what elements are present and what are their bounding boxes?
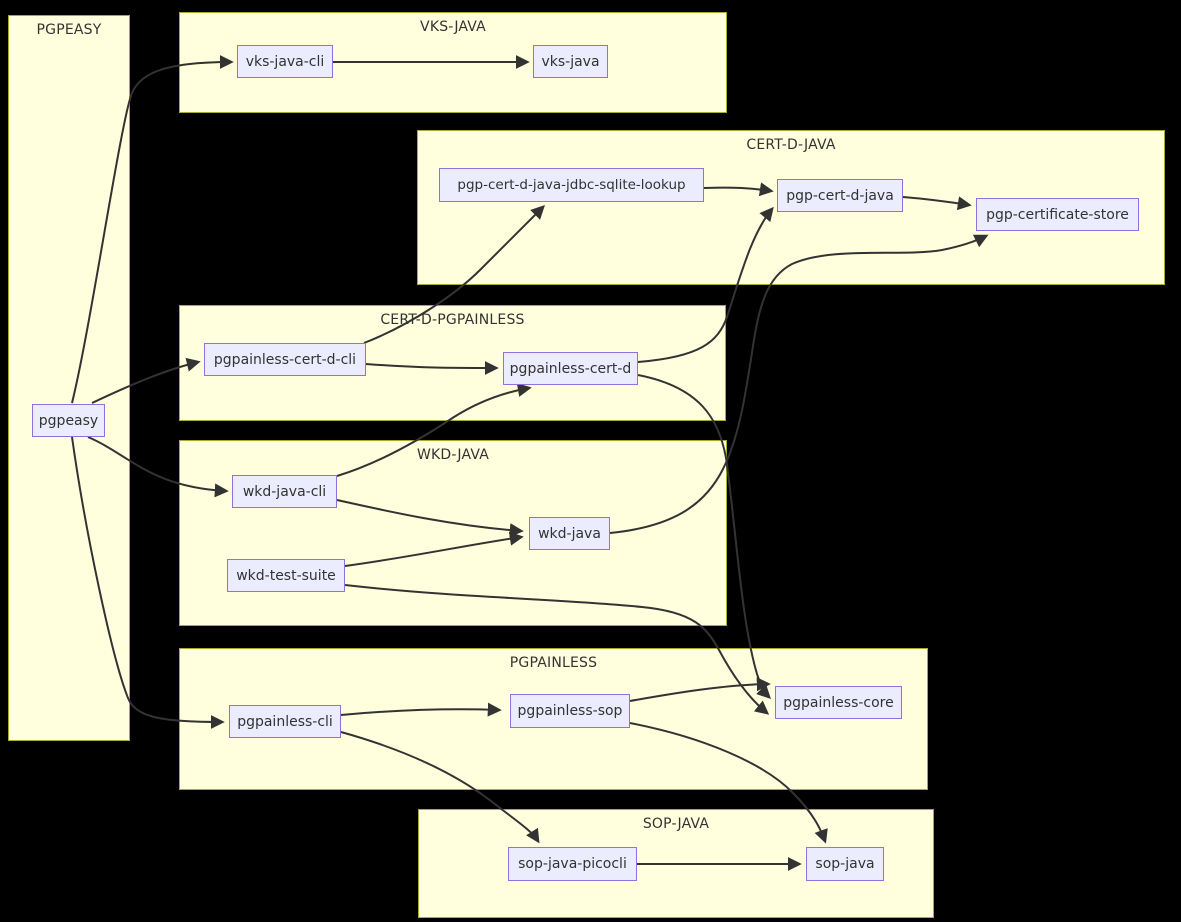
node-wkd-java-cli-label: wkd-java-cli [242,483,327,500]
node-pgpainless-core: pgpainless-core [775,686,902,719]
node-pgpainless-cli-label: pgpainless-cli [237,713,333,730]
node-pgpainless-cli: pgpainless-cli [229,705,341,738]
node-pgpeasy: pgpeasy [32,404,105,437]
node-pgpainless-cert-d: pgpainless-cert-d [503,352,638,385]
node-pgpeasy-label: pgpeasy [38,412,99,429]
node-pgp-certificate-store: pgp-certificate-store [976,198,1139,231]
node-pgp-cert-d-java-label: pgp-cert-d-java [786,187,894,204]
cluster-pgpeasy-title: PGPEASY [36,22,102,38]
node-wkd-java: wkd-java [529,517,610,550]
node-sop-java: sop-java [806,847,884,881]
node-sop-java-picocli: sop-java-picocli [508,847,637,881]
cluster-vks-java-title: VKS-JAVA [420,19,486,35]
node-sop-java-label: sop-java [815,856,875,872]
cluster-sop-java-title: SOP-JAVA [642,816,710,832]
node-pgpainless-sop-label: pgpainless-sop [517,703,623,719]
cluster-wkd-java: WKD-JAVA [179,440,727,626]
node-vks-java-label: vks-java [541,53,600,70]
node-pgp-cert-d-java: pgp-cert-d-java [777,179,903,212]
node-pgp-cert-d-java-jdbc-sqlite-lookup: pgp-cert-d-java-jdbc-sqlite-lookup [439,168,704,202]
cluster-cert-d-pgpainless-title: CERT-D-PGPAINLESS [380,312,525,328]
node-wkd-test-suite: wkd-test-suite [227,559,345,592]
node-vks-java-cli-label: vks-java-cli [245,53,325,70]
node-pgpainless-core-label: pgpainless-core [783,694,894,711]
cluster-pgpeasy: PGPEASY [8,15,130,741]
cluster-wkd-java-title: WKD-JAVA [416,447,490,463]
node-wkd-test-suite-label: wkd-test-suite [236,567,336,584]
node-pgp-certificate-store-label: pgp-certificate-store [986,206,1129,223]
node-vks-java-cli: vks-java-cli [237,45,333,78]
cluster-pgpainless-title: PGPAINLESS [509,655,598,671]
node-wkd-java-label: wkd-java [538,525,601,542]
cluster-cert-d-java-title: CERT-D-JAVA [746,137,836,153]
node-pgpainless-cert-d-cli: pgpainless-cert-d-cli [204,343,366,376]
node-pgpainless-cert-d-cli-label: pgpainless-cert-d-cli [213,351,357,368]
node-pgp-cert-d-java-jdbc-sqlite-lookup-label: pgp-cert-d-java-jdbc-sqlite-lookup [457,177,686,193]
node-wkd-java-cli: wkd-java-cli [232,475,337,508]
node-vks-java: vks-java [533,45,608,78]
node-sop-java-picocli-label: sop-java-picocli [518,856,627,872]
node-pgpainless-cert-d-label: pgpainless-cert-d [509,360,632,377]
node-pgpainless-sop: pgpainless-sop [510,694,630,728]
